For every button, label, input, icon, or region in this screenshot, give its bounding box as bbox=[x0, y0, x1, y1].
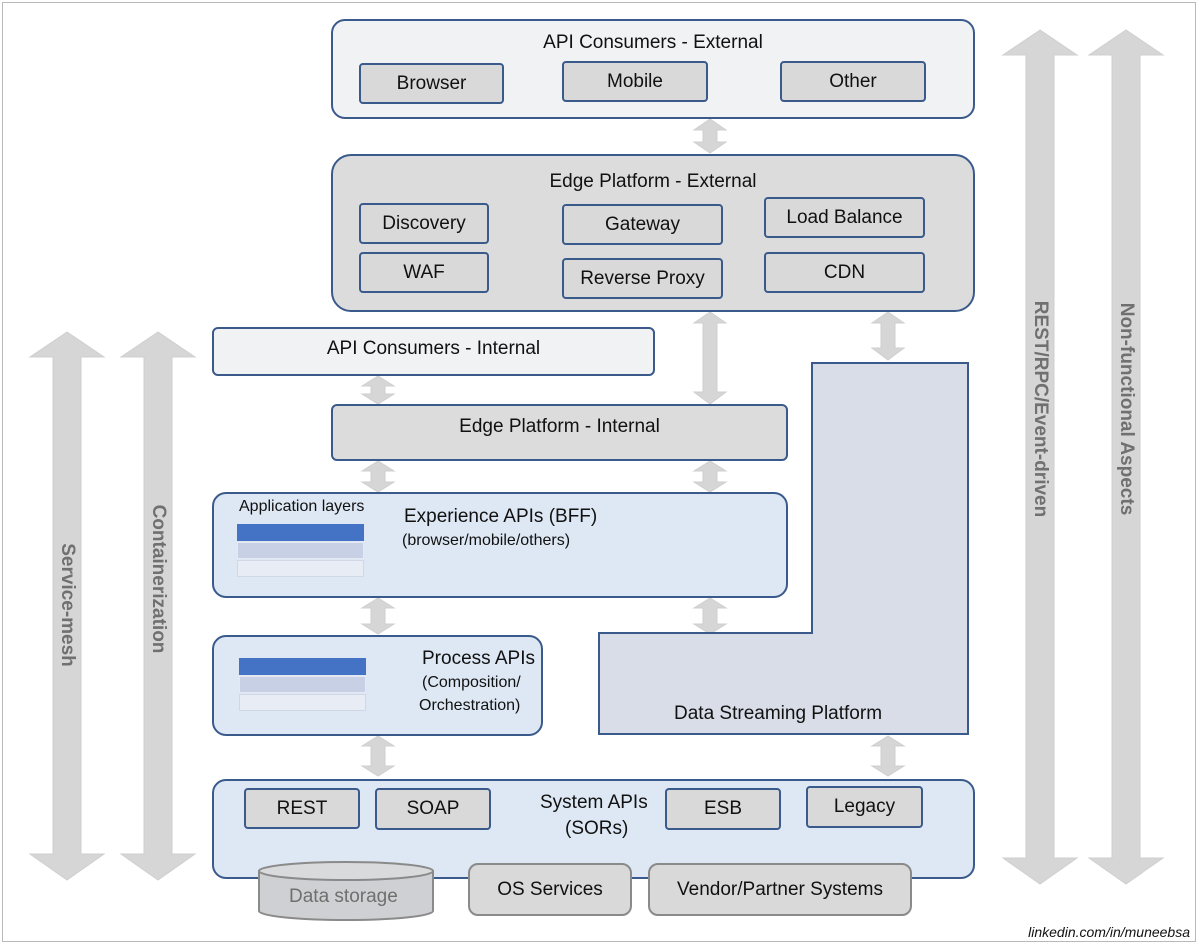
api-consumers-internal: API Consumers - Internal bbox=[212, 327, 655, 376]
system-esb: ESB bbox=[665, 788, 781, 830]
process-layer-3 bbox=[239, 694, 366, 711]
process-layer-1 bbox=[239, 658, 366, 675]
api-consumers-external-title: API Consumers - External bbox=[543, 32, 763, 53]
system-rest: REST bbox=[244, 788, 360, 829]
system-legacy: Legacy bbox=[806, 786, 923, 828]
consumer-mobile: Mobile bbox=[562, 61, 708, 102]
edge-waf: WAF bbox=[359, 252, 489, 293]
system-apis-title: System APIs bbox=[540, 792, 648, 813]
experience-layer-2 bbox=[237, 542, 364, 559]
api-consumers-internal-title: API Consumers - Internal bbox=[326, 338, 541, 359]
system-apis-subtitle: (SORs) bbox=[565, 818, 629, 839]
arrow-service-mesh bbox=[28, 331, 106, 881]
consumer-other: Other bbox=[780, 61, 926, 102]
arrow-edge-to-stream bbox=[870, 311, 906, 361]
process-layer-2 bbox=[239, 676, 366, 693]
process-apis-line1: (Composition/ bbox=[422, 674, 521, 691]
experience-layer-1 bbox=[237, 524, 364, 541]
arrow-containerization bbox=[119, 331, 197, 881]
experience-apis-title: Experience APIs (BFF) bbox=[404, 506, 598, 527]
edge-discovery: Discovery bbox=[359, 203, 489, 244]
edge-cdn: CDN bbox=[764, 252, 925, 293]
process-apis-line2: Orchestration) bbox=[419, 697, 521, 714]
edge-platform-external-title: Edge Platform - External bbox=[549, 171, 757, 192]
arrow-consumers-edge bbox=[692, 118, 728, 154]
edge-platform-internal: Edge Platform - Internal bbox=[331, 404, 788, 461]
process-apis-title: Process APIs bbox=[422, 648, 535, 669]
credit-link: linkedin.com/in/muneebsa bbox=[1028, 924, 1190, 940]
os-services: OS Services bbox=[468, 863, 632, 916]
edge-gateway: Gateway bbox=[562, 204, 723, 245]
arrow-process-system bbox=[360, 735, 396, 777]
data-streaming-platform-title: Data Streaming Platform bbox=[674, 703, 883, 724]
arrow-exp-process bbox=[360, 597, 396, 635]
consumer-browser: Browser bbox=[359, 63, 504, 104]
experience-layer-3 bbox=[237, 560, 364, 577]
edge-reverse-proxy: Reverse Proxy bbox=[562, 258, 723, 299]
arrow-non-functional bbox=[1087, 29, 1165, 885]
application-layers-label: Application layers bbox=[239, 498, 365, 515]
vendor-partner-systems: Vendor/Partner Systems bbox=[648, 863, 912, 916]
edge-platform-internal-title: Edge Platform - Internal bbox=[459, 416, 660, 437]
edge-load-balance: Load Balance bbox=[764, 197, 925, 238]
arrow-stream-system bbox=[870, 735, 906, 777]
experience-apis-subtitle: (browser/mobile/others) bbox=[402, 532, 571, 549]
system-soap: SOAP bbox=[375, 788, 491, 830]
arrow-rest-rpc bbox=[1001, 29, 1079, 885]
data-storage-label: Data storage bbox=[289, 886, 398, 907]
